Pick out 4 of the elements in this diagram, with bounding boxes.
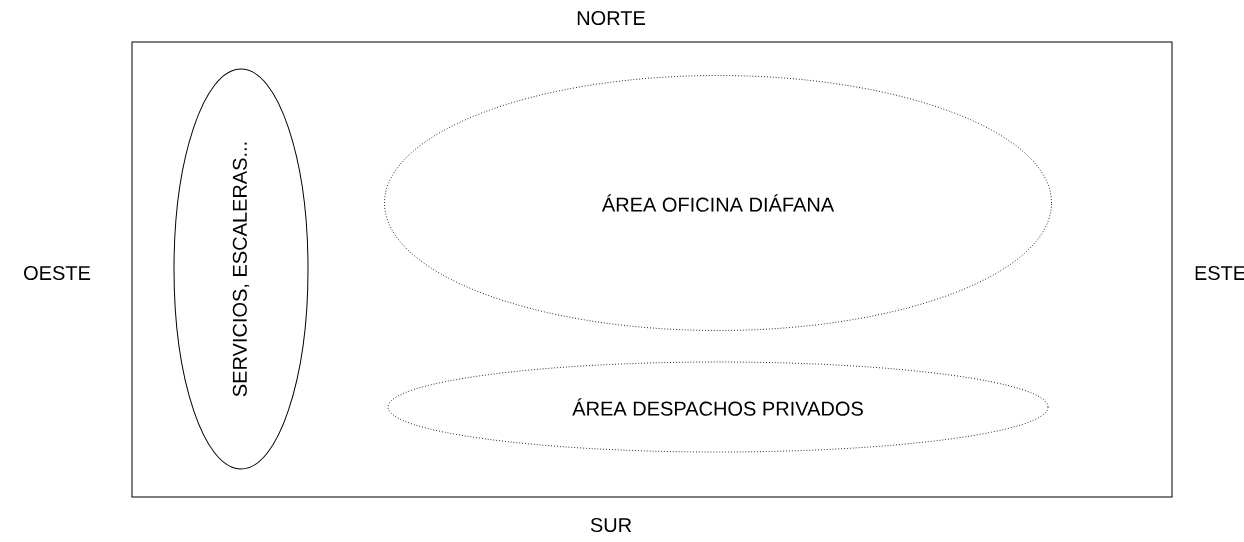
direction-label: SUR [590, 517, 632, 533]
direction-label: OESTE [24, 265, 91, 281]
outline-rectangle [131, 41, 1173, 498]
direction-label: NORTE [577, 10, 645, 26]
